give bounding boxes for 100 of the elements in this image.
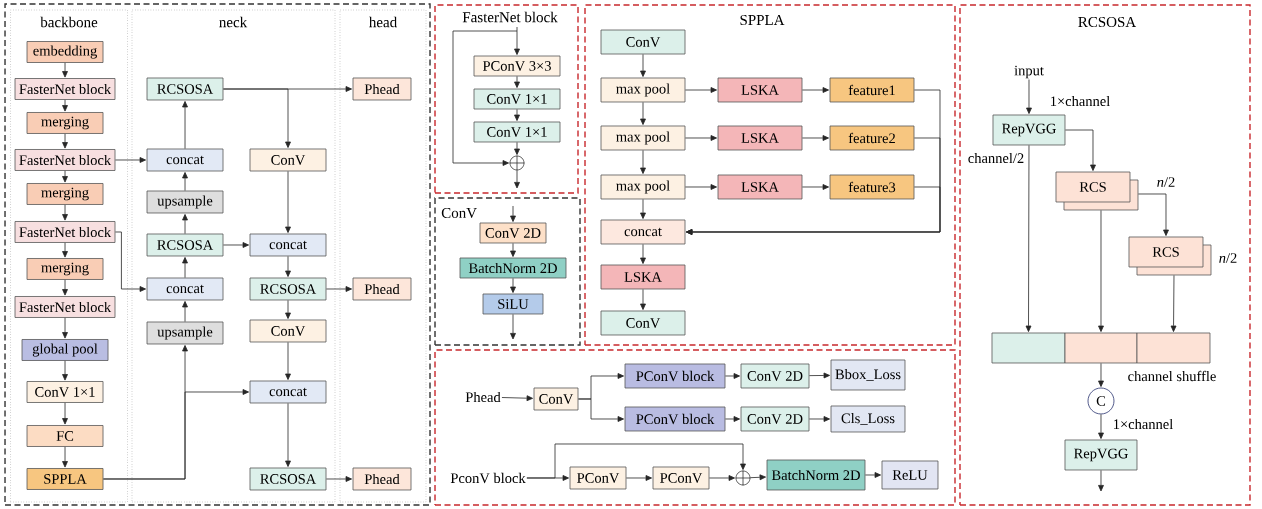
process-box: ConV 1×1 [473, 88, 561, 110]
process-box: concat [146, 277, 224, 301]
process-box: SiLU [482, 293, 544, 315]
arrow [750, 474, 766, 481]
arrow [685, 87, 717, 93]
arrow [514, 109, 520, 121]
process-box: LSKA [717, 125, 803, 151]
process-box: RCSOSA [146, 77, 224, 101]
process-box: ConV [533, 387, 579, 411]
annotation-label: channel shuffle [1128, 370, 1216, 382]
arrow [510, 278, 516, 293]
arrow [626, 475, 652, 481]
arrow [510, 205, 516, 222]
process-box: ConV 2D [740, 406, 810, 432]
arrow [514, 76, 520, 88]
arrow [640, 102, 646, 125]
process-box: BatchNorm 2D [459, 257, 567, 279]
bar-segment [1064, 332, 1138, 364]
arrow [725, 373, 740, 379]
process-box: ConV 2D [740, 363, 810, 389]
process-box: upsample [146, 321, 224, 345]
arrow [1170, 275, 1177, 332]
process-box: LSKA [600, 264, 686, 290]
arrow [1098, 210, 1104, 332]
arrow [1026, 79, 1032, 114]
arrow [725, 416, 740, 422]
arrow [1065, 129, 1096, 171]
arrow [62, 62, 68, 78]
process-box: feature2 [829, 125, 915, 151]
process-box: FasterNet block [14, 296, 116, 318]
process-box: ConV [600, 310, 686, 336]
process-box: concat [249, 380, 327, 404]
process-box: global pool [21, 339, 109, 361]
arrow [578, 398, 624, 422]
arrow [62, 99, 68, 112]
annotation-label: 1×channel [1114, 418, 1173, 430]
arrow [865, 472, 881, 478]
arrow [514, 26, 520, 55]
arrow [802, 184, 829, 190]
process-box: FC [26, 425, 104, 447]
arrow [640, 244, 646, 264]
arrow [1098, 470, 1104, 492]
arrow [223, 242, 249, 248]
arrow [62, 317, 68, 339]
process-box: ConV [249, 148, 327, 172]
arrow [510, 314, 516, 340]
arrow [62, 170, 68, 183]
process-box: Bbox_Loss [830, 359, 906, 391]
arrow [501, 395, 533, 402]
process-box: FasterNet block [14, 221, 116, 243]
stacked-box: RCS [1055, 171, 1139, 211]
arrow [182, 214, 188, 234]
arrow [1098, 363, 1104, 387]
arrow [640, 150, 646, 174]
text-label: PconV block [450, 472, 526, 484]
panel-frame [434, 349, 956, 506]
arrow [62, 133, 68, 149]
arrow [709, 475, 735, 481]
arrow [182, 257, 188, 278]
sum-symbol [509, 155, 525, 171]
arrow [182, 301, 188, 322]
annotation-label: 1×channel [1051, 95, 1110, 107]
process-box: RCSOSA [249, 467, 327, 491]
process-box: ReLU [881, 460, 939, 490]
bar-segment [991, 332, 1066, 364]
arrow [62, 242, 68, 258]
sum-symbol [735, 470, 751, 486]
process-box: embedding [26, 41, 104, 63]
process-box: RepVGG [992, 114, 1066, 146]
process-box: LSKA [717, 174, 803, 200]
arrow [326, 476, 352, 482]
process-box: PConV block [624, 363, 726, 389]
process-box: PConV 3×3 [473, 55, 561, 77]
process-box: FasterNet block [14, 78, 116, 100]
process-box: concat [600, 219, 686, 245]
process-box: merging [26, 183, 104, 205]
text-label: input [1014, 65, 1044, 79]
process-box: max pool [600, 174, 686, 200]
arrow [1138, 193, 1169, 236]
arrow [685, 135, 717, 141]
arrow [285, 256, 291, 277]
arrow [62, 402, 68, 425]
arrow [514, 170, 520, 189]
process-box: feature3 [829, 174, 915, 200]
process-box: PConV [569, 466, 627, 490]
arrow [62, 279, 68, 296]
process-box: LSKA [717, 77, 803, 103]
process-box: BatchNorm 2D [766, 459, 866, 491]
panel-frame [4, 3, 431, 506]
arrow [809, 416, 830, 422]
process-box: ConV [600, 29, 686, 55]
arrow [115, 157, 146, 163]
arrow [182, 101, 188, 149]
process-box: merging [26, 258, 104, 280]
arrow [326, 286, 352, 292]
process-box: ConV 1×1 [473, 121, 561, 143]
annotation-label: n/2 [1219, 253, 1237, 263]
arrow [452, 30, 518, 166]
stacked-box: RCS [1128, 236, 1212, 276]
arrow [285, 342, 291, 380]
